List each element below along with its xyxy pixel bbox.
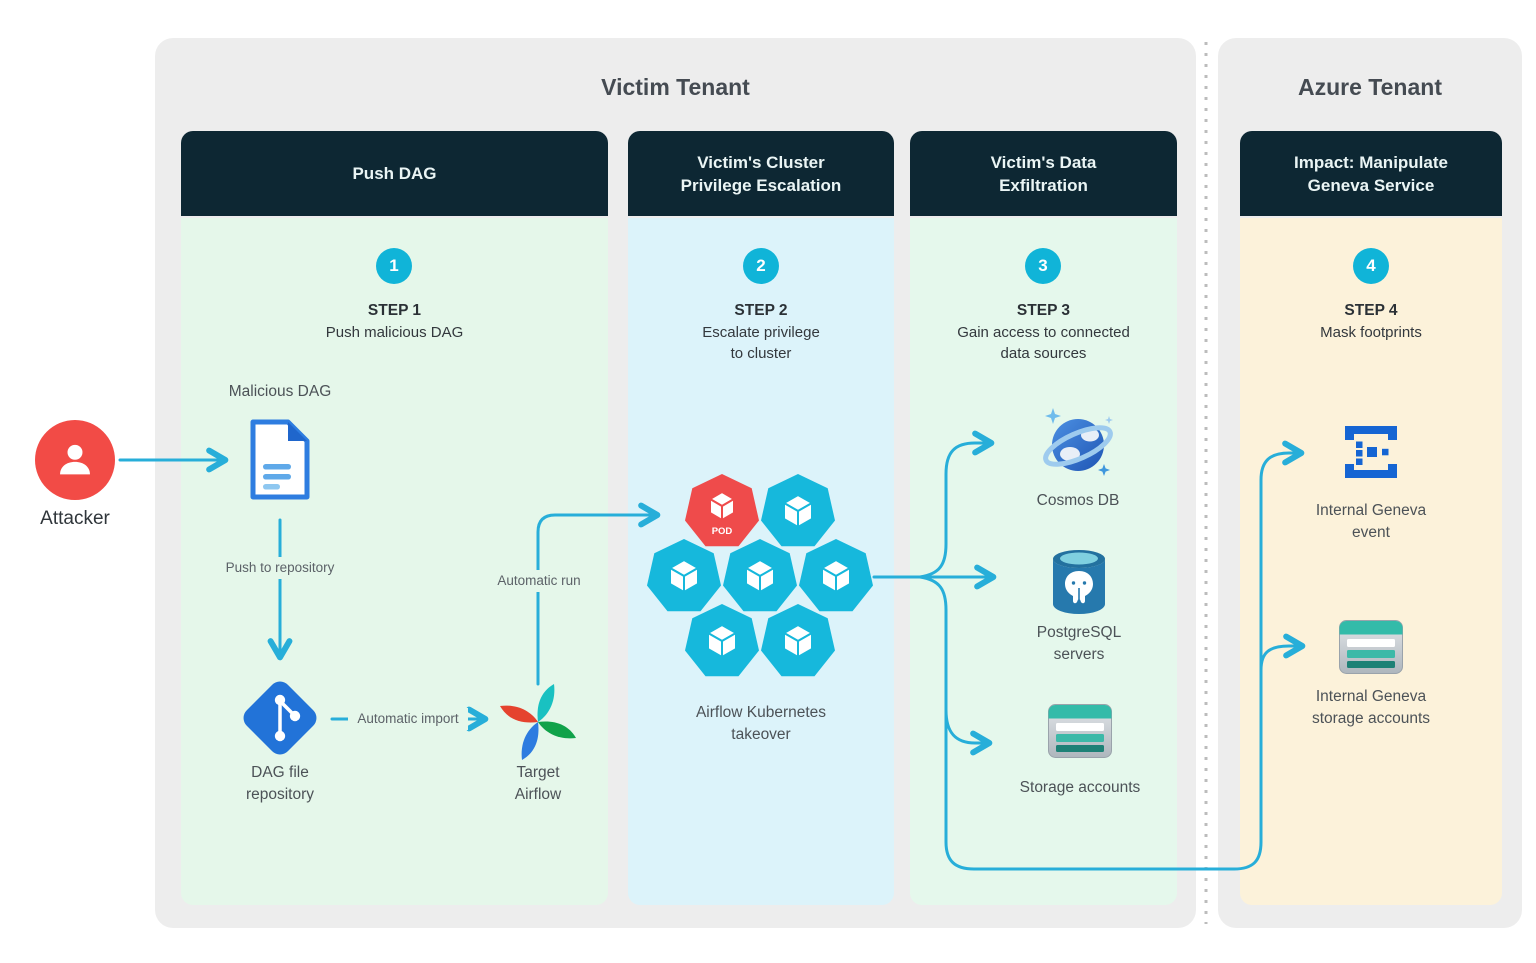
col4-header-line2: Geneva Service [1307, 175, 1435, 195]
cluster-label-line2: takeover [731, 726, 791, 743]
airflow-label-line1: Target [516, 764, 560, 781]
col1-header-label: Push DAG [352, 164, 437, 183]
col2-header: Victim's Cluster Privilege Escalation [628, 131, 894, 216]
step2-title: STEP 2 [734, 302, 788, 319]
step1-badge: 1 [376, 248, 412, 284]
cosmos-db-label: Cosmos DB [1036, 492, 1120, 509]
col3-header-line2: Exfiltration [999, 175, 1088, 195]
azure-tenant-title: Azure Tenant [1298, 74, 1442, 100]
storage-accounts-icon [1048, 704, 1112, 758]
step3-title: STEP 3 [1016, 302, 1071, 319]
k8s-node-icon [647, 539, 721, 612]
col4-header: Impact: Manipulate Geneva Service [1240, 131, 1502, 216]
k8s-node-icon [799, 539, 873, 612]
cluster-label-line1: Airflow Kubernetes [695, 704, 827, 721]
edge-label-automatic-import: Automatic import [348, 708, 468, 730]
step2-desc-line2: to cluster [730, 345, 792, 362]
compromised-pod-icon: POD [685, 474, 759, 547]
step2-desc-line1: Escalate privilege [702, 324, 820, 341]
malicious-dag-label: Malicious DAG [228, 383, 332, 400]
col3-header-line1: Victim's Data [990, 152, 1097, 172]
pod-text: POD [712, 526, 733, 537]
col2-header-line1: Victim's Cluster [697, 152, 825, 172]
attacker-icon [35, 420, 115, 500]
victim-tenant-title: Victim Tenant [601, 74, 750, 100]
k8s-node-icon [685, 604, 759, 677]
storage-accounts-label: Storage accounts [1019, 779, 1141, 796]
geneva-storage-accounts-icon [1339, 620, 1403, 674]
malicious-dag-document-icon [250, 419, 310, 500]
geneva-storage-label-line1: Internal Geneva [1315, 688, 1427, 705]
geneva-storage-label-line2: storage accounts [1311, 710, 1431, 727]
k8s-node-icon [761, 474, 835, 547]
postgresql-icon [1053, 550, 1105, 614]
edge-label-automatic-run: Automatic run [480, 570, 598, 592]
step1-desc: Push malicious DAG [325, 324, 464, 341]
geneva-event-label-line1: Internal Geneva [1315, 502, 1427, 519]
cosmos-db-icon [1043, 408, 1113, 476]
step1-title: STEP 1 [367, 302, 422, 319]
step4-badge: 4 [1353, 248, 1389, 284]
step3-badge: 3 [1025, 248, 1061, 284]
geneva-event-icon [1345, 426, 1397, 478]
geneva-event-label-line2: event [1352, 524, 1390, 541]
person-icon [60, 444, 90, 475]
step4-desc: Mask footprints [1320, 324, 1422, 341]
col3-body [910, 218, 1177, 905]
attacker-label: Attacker [40, 508, 110, 529]
col3-header: Victim's Data Exfiltration [910, 131, 1177, 216]
postgresql-label-line1: PostgreSQL [1036, 624, 1122, 641]
col4-header-line1: Impact: Manipulate [1294, 152, 1448, 172]
repo-label-line2: repository [245, 786, 315, 803]
airflow-label-line2: Airflow [514, 786, 562, 803]
dag-file-repository-git-icon [243, 681, 317, 755]
k8s-node-icon [723, 539, 797, 612]
col2-header-line2: Privilege Escalation [680, 175, 842, 195]
col1-header: Push DAG [181, 131, 608, 216]
k8s-node-icon [761, 604, 835, 677]
step3-desc-line1: Gain access to connected [957, 324, 1130, 341]
step3-desc-line2: data sources [1000, 345, 1087, 362]
postgresql-label-line2: servers [1053, 646, 1105, 663]
step2-badge: 2 [743, 248, 779, 284]
target-airflow-pinwheel-icon [500, 684, 576, 760]
step4-title: STEP 4 [1344, 302, 1398, 319]
repo-label-line1: DAG file [251, 764, 309, 781]
col4-body [1240, 218, 1502, 905]
edge-label-push-to-repository: Push to repository [205, 557, 355, 579]
